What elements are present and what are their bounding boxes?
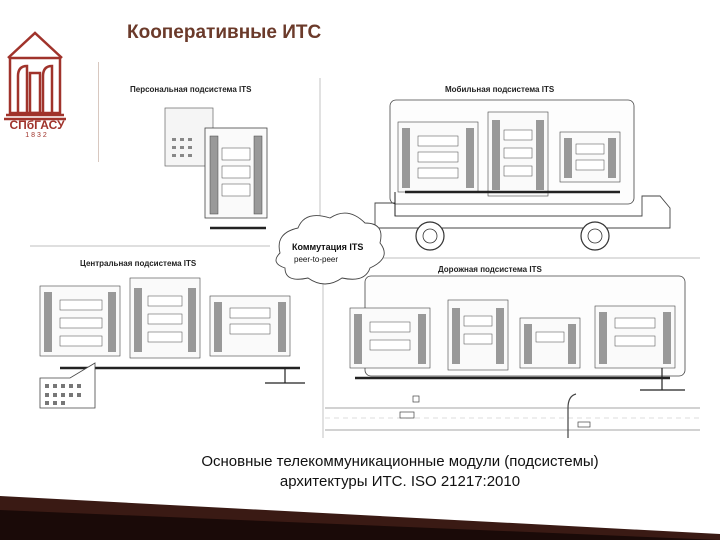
its-architecture-diagram: Персональная подсистема ITS Мобильная по… (30, 78, 700, 438)
logo-text: СПбГАСУ (9, 118, 65, 132)
mobile-subsystem: Мобильная подсистема ITS (374, 85, 671, 251)
university-logo (4, 31, 66, 121)
central-subsystem-label: Центральная подсистема ITS (80, 259, 197, 268)
slide-caption: Основные телекоммуникационные модули (по… (120, 452, 680, 492)
cloud-subtitle: peer-to-peer (294, 255, 338, 264)
logo-year: 1832 (25, 132, 49, 139)
slide-title: Кооперативные ИТС (127, 22, 322, 43)
bottom-decoration (0, 496, 720, 540)
personal-subsystem-label: Персональная подсистема ITS (130, 85, 252, 94)
logo-separator (98, 62, 99, 162)
road-subsystem: Дорожная подсистема ITS (325, 265, 700, 438)
caption-line-1: Основные телекоммуникационные модули (по… (201, 453, 599, 470)
central-subsystem: Центральная подсистема ITS (39, 259, 305, 409)
caption-line-2: архитектуры ИТС. ISO 21217:2010 (279, 473, 521, 490)
personal-subsystem: Персональная подсистема ITS (130, 85, 268, 230)
communication-cloud: Коммутация ITS peer-to-peer (275, 212, 385, 285)
cloud-title: Коммутация ITS (292, 242, 363, 252)
road-subsystem-label: Дорожная подсистема ITS (438, 265, 542, 274)
mobile-subsystem-label: Мобильная подсистема ITS (445, 85, 555, 94)
